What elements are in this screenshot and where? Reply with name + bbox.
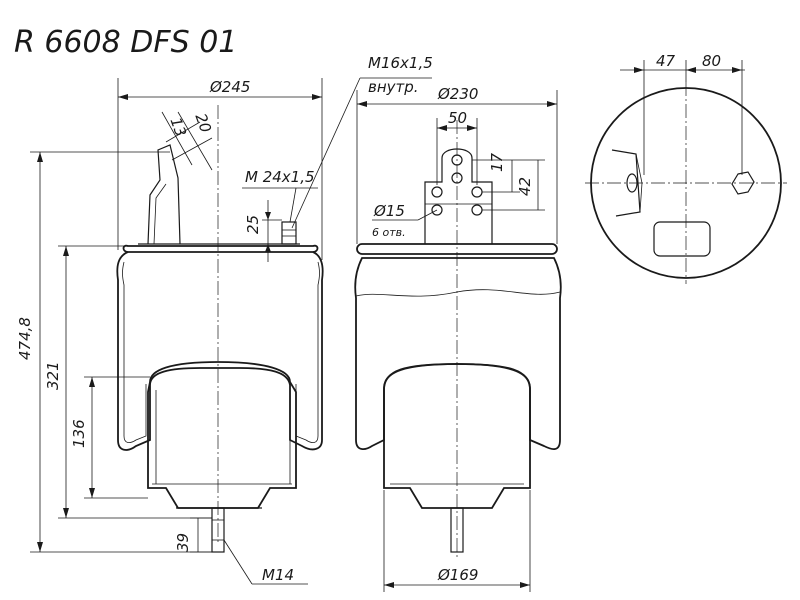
side-bellows (116, 251, 324, 451)
front-view: Ø230 50 17 42 Ø15 6 отв. Ø169 (354, 85, 562, 592)
front-bracket (424, 148, 493, 244)
top-dim-80: 80 (702, 52, 721, 70)
top-dim-47: 47 (656, 52, 676, 70)
side-bracket (147, 144, 181, 245)
side-dim-20: 20 (191, 111, 214, 135)
top-nut (731, 171, 755, 195)
side-height-39: 39 (174, 533, 192, 552)
side-thread-bottom: M14 (262, 566, 294, 584)
front-diameter-bottom: Ø169 (437, 566, 478, 584)
side-dim-25: 25 (244, 215, 262, 234)
side-dim-13: 13 (166, 115, 189, 139)
side-height-321: 321 (44, 361, 62, 390)
front-hole (451, 154, 463, 166)
top-label-plate (653, 221, 711, 257)
side-height-total: 474,8 (16, 317, 34, 360)
side-bottom-stud (211, 507, 225, 553)
side-piston-inner (152, 390, 292, 485)
side-piston (147, 361, 297, 509)
front-bottom-stud (450, 507, 464, 553)
side-top-plate (122, 244, 319, 253)
front-piston (383, 363, 531, 509)
side-thread-port: M16x1,5 (368, 54, 433, 72)
front-hole (471, 204, 483, 216)
top-view: 47 80 (585, 52, 787, 284)
side-thread-top: M 24x1,5 (245, 168, 315, 186)
side-diameter-top: Ø245 (209, 78, 250, 96)
front-hole (431, 186, 443, 198)
side-bracket-inner (153, 183, 167, 245)
front-dim-50: 50 (448, 109, 467, 127)
drawing-title: R 6608 DFS 01 (14, 25, 237, 60)
side-height-136: 136 (70, 419, 88, 448)
front-dim-17: 17 (488, 152, 506, 172)
front-dim-42: 42 (516, 177, 534, 196)
top-bracket-hole (626, 173, 638, 193)
front-hole (431, 204, 443, 216)
front-hole-diameter: Ø15 (373, 202, 405, 220)
front-hole-count: 6 отв. (372, 226, 406, 239)
side-thread-port-note: внутр. (368, 78, 419, 96)
side-air-port (281, 221, 297, 245)
front-top-plate (356, 243, 558, 255)
top-bracket (611, 149, 641, 217)
front-hole (451, 172, 463, 184)
side-bellows-inner-right (295, 261, 320, 444)
side-bellows-inner-left (122, 261, 147, 444)
front-diameter-top: Ø230 (437, 85, 478, 103)
front-bellows-seam (355, 289, 561, 297)
front-hole (471, 186, 483, 198)
side-view: Ø245 13 20 M 24x1,5 M16x1,5 внутр. 25 47… (16, 54, 433, 585)
